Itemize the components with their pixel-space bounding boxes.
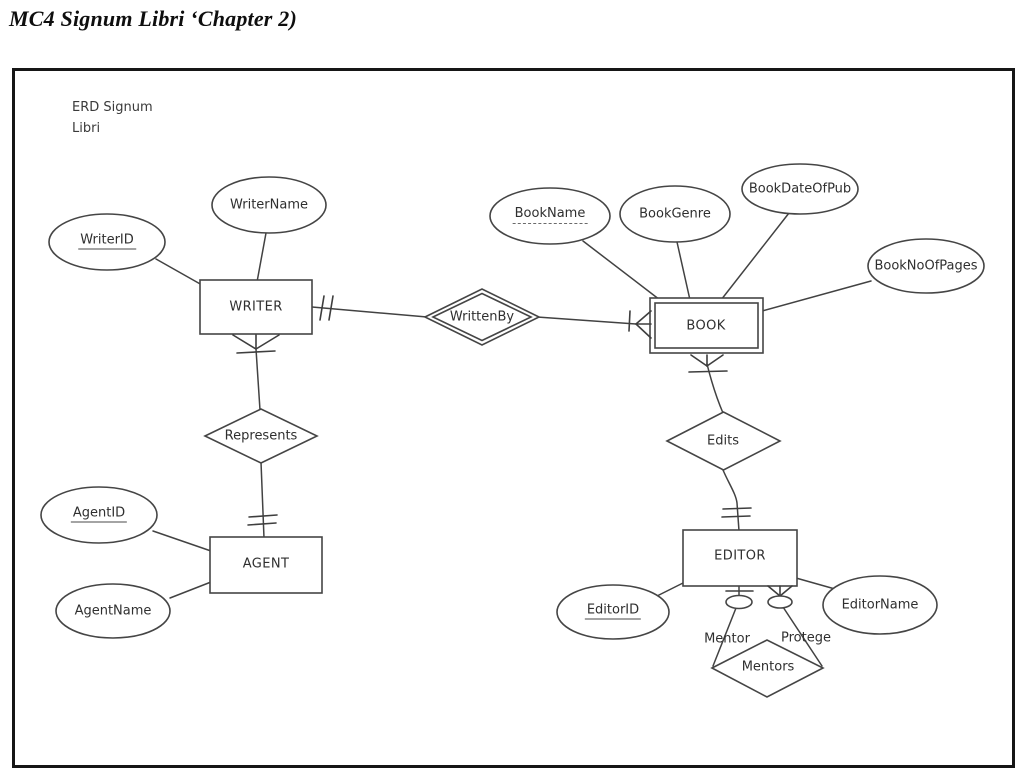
line-mentor-mentors — [712, 607, 737, 667]
booknoofpages-attribute-label: BookNoOfPages — [874, 258, 978, 274]
edits-diamond — [665, 411, 782, 471]
writerid-attribute-label: WriterID — [78, 232, 136, 250]
page-title: MC4 Signum Libri ‘Chapter 2) — [9, 6, 297, 31]
editorid-attribute-label: EditorID — [584, 602, 642, 620]
one-mandatory-icon — [247, 514, 278, 526]
line-bookdateofpub-book — [720, 212, 790, 301]
cardinality-marks — [232, 295, 793, 610]
line-represents-agent — [260, 461, 265, 539]
erd-canvas — [40, 163, 985, 698]
book-entity-label: BOOK — [686, 318, 726, 334]
many-mandatory-icon — [232, 334, 280, 354]
agentname-ellipse — [55, 583, 171, 639]
line-booknoofpages-book — [761, 280, 872, 312]
line-writtenby-book — [536, 316, 637, 325]
line-writername-writer — [256, 232, 267, 283]
many-mandatory-icon — [628, 310, 652, 339]
diagram-caption: ERD Signum Libri — [72, 100, 153, 136]
mentor-role-label: Mentor — [704, 631, 750, 647]
bookname-ellipse — [489, 187, 611, 245]
zero-or-many-icon — [767, 585, 793, 609]
represents-diamond — [203, 408, 319, 464]
bookname-attribute-label: BookName — [512, 206, 588, 224]
bookgenre-attribute-label: BookGenre — [639, 206, 711, 222]
writerid-ellipse — [48, 213, 166, 271]
bookdateofpub-ellipse — [741, 163, 859, 215]
editorname-ellipse — [822, 575, 938, 635]
bookdateofpub-attribute-label: BookDateOfPub — [748, 181, 852, 197]
booknoofpages-ellipse — [867, 238, 985, 294]
editor-entity-box — [682, 529, 798, 587]
agent-entity-box — [209, 536, 323, 594]
agent-entity-label: AGENT — [242, 556, 290, 572]
line-agentid-agent — [152, 530, 212, 552]
protege-role-label: Protege — [781, 630, 831, 646]
relationship-shapes — [203, 288, 825, 698]
one-mandatory-icon — [319, 295, 334, 321]
writtenby-diamond-inner — [431, 292, 533, 342]
line-bookgenre-book — [676, 241, 691, 301]
writername-attribute-label: WriterName — [229, 197, 309, 213]
zero-or-one-icon — [725, 590, 754, 610]
line-protege-mentors — [782, 606, 823, 667]
agentname-attribute-label: AgentName — [74, 603, 152, 619]
writer-entity-box — [199, 279, 313, 335]
line-edits-editor — [722, 469, 740, 532]
line-editorname-editor — [795, 577, 836, 590]
edits-relationship-label: Edits — [707, 433, 739, 449]
mentors-diamond — [710, 639, 825, 698]
line-represents-writer — [255, 348, 261, 411]
editorid-ellipse — [556, 584, 670, 640]
line-bookname-book — [582, 240, 661, 301]
editorname-attribute-label: EditorName — [841, 597, 919, 613]
line-book-edits — [706, 363, 724, 414]
line-writerid-writer — [155, 258, 203, 286]
one-mandatory-icon — [721, 507, 752, 518]
writer-entity-label: WRITER — [229, 299, 283, 315]
line-agentname-agent — [169, 581, 212, 599]
agentid-attribute-label: AgentID — [70, 505, 128, 523]
writername-ellipse — [211, 176, 327, 234]
agentid-ellipse — [40, 486, 158, 544]
editor-entity-label: EDITOR — [714, 548, 766, 564]
bookgenre-ellipse — [619, 185, 731, 243]
entity-shapes — [199, 279, 798, 594]
mentors-relationship-label: Mentors — [741, 659, 795, 675]
line-editorid-editor — [656, 581, 686, 597]
book-entity-box-inner — [654, 302, 759, 349]
writtenby-relationship-label: WrittenBy — [449, 309, 515, 325]
attribute-shapes — [40, 163, 985, 640]
many-mandatory-icon — [688, 354, 728, 373]
connector-lines — [152, 212, 872, 667]
represents-relationship-label: Represents — [224, 428, 298, 444]
